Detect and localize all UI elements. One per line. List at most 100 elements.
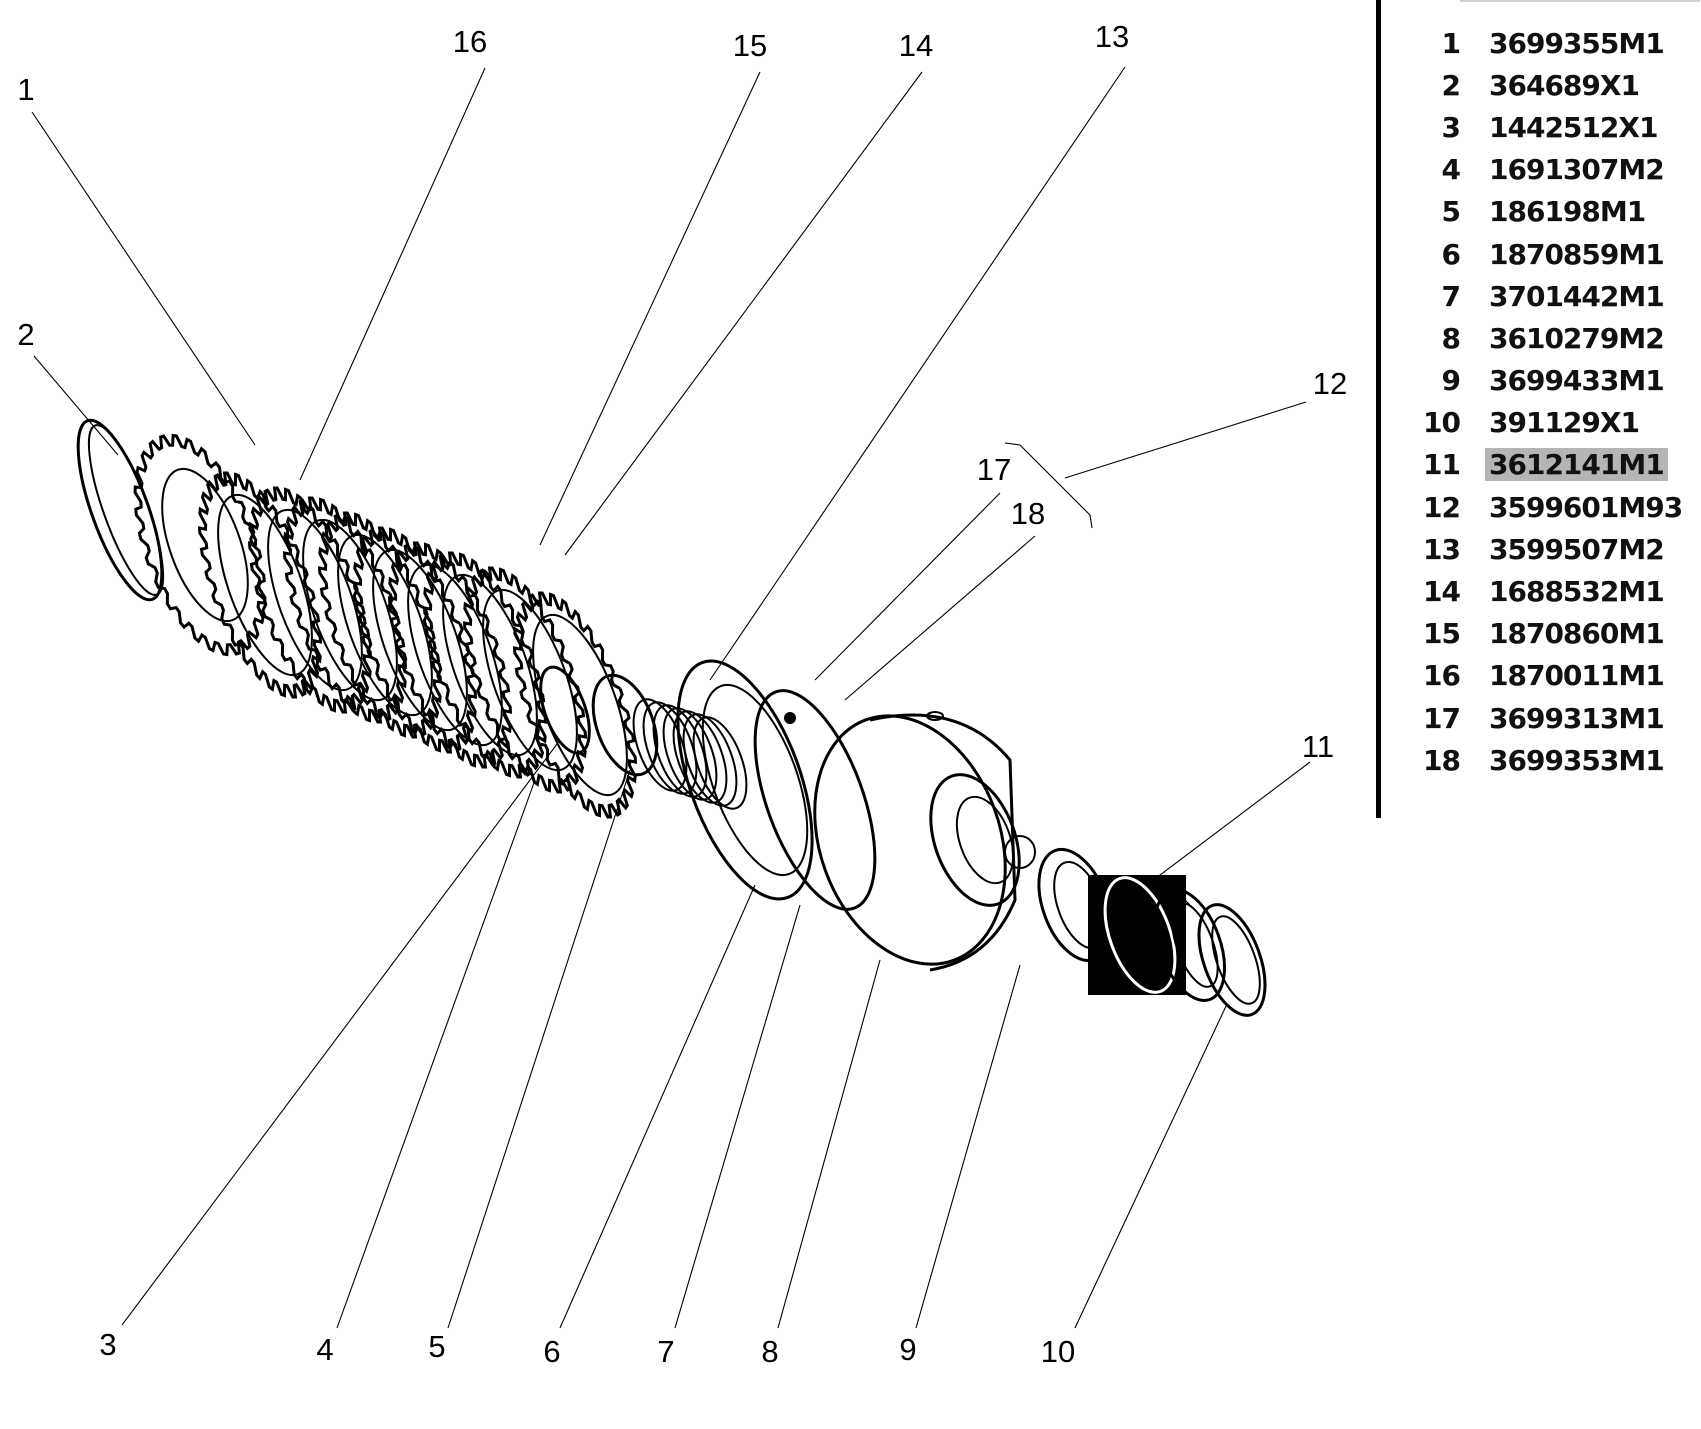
spring-coil	[672, 710, 728, 804]
inner-seal	[591, 673, 659, 777]
leader-line-16	[299, 67, 486, 481]
washer	[1154, 888, 1226, 1002]
callout-label: 7	[657, 1334, 674, 1369]
leader-line-5	[447, 769, 631, 1329]
part-index: 7	[1441, 279, 1461, 313]
callout-label: 17	[977, 452, 1011, 487]
part-number: 3612141M1	[1485, 448, 1668, 482]
callout-label: 15	[733, 28, 767, 63]
parts-list-row[interactable]: 3 1442512X1	[1395, 106, 1686, 148]
part-index: 5	[1441, 195, 1461, 229]
callout-label: 3	[99, 1327, 116, 1362]
parts-list-row[interactable]: 11 3612141M1	[1395, 444, 1686, 486]
parts-list-row[interactable]: 8 3610279M2	[1395, 317, 1686, 359]
leader-line-10	[1074, 1003, 1228, 1329]
part-number: 1691307M2	[1489, 153, 1665, 187]
clutch-disc	[317, 511, 443, 739]
piston-hole	[784, 712, 796, 724]
part-number: 3599601M93	[1489, 490, 1683, 524]
circlip	[1197, 903, 1267, 1017]
parts-list-row[interactable]: 2 364689X1	[1395, 64, 1686, 106]
panel-top-rule	[1460, 0, 1700, 2]
callout-label: 5	[428, 1329, 445, 1364]
parts-list-row[interactable]: 13 3599507M2	[1395, 528, 1686, 570]
callout-label: 12	[1313, 366, 1347, 401]
parts-list-row[interactable]: 7 3701442M1	[1395, 275, 1686, 317]
piston-inner	[701, 683, 809, 877]
plate-bore	[372, 548, 468, 732]
leader-lines	[31, 66, 1311, 1329]
leader-line-17	[814, 492, 1001, 681]
plate-bore	[267, 508, 363, 692]
part-index: 1	[1441, 26, 1461, 60]
callout-label: 16	[453, 24, 487, 59]
panel-divider	[1376, 0, 1381, 818]
spring-coil	[652, 704, 708, 798]
leader-line-7	[674, 904, 801, 1329]
bracket-12	[1004, 442, 1093, 529]
circlip-inner	[1211, 915, 1261, 1005]
leader-line-11	[1159, 761, 1311, 906]
plate-bore	[482, 588, 578, 772]
part-index: 10	[1423, 406, 1461, 440]
callout-label: 8	[761, 1334, 778, 1369]
outer-seal	[753, 689, 877, 911]
callout-label: 10	[1041, 1334, 1075, 1369]
part-number: 391129X1	[1489, 406, 1640, 440]
end-plate	[133, 433, 267, 657]
part-number: 364689X1	[1489, 68, 1640, 102]
part-index: 17	[1423, 701, 1461, 735]
callout-label: 6	[543, 1334, 560, 1369]
part-number: 1688532M1	[1489, 575, 1665, 609]
piston-seal	[539, 665, 591, 755]
part-index: 18	[1423, 743, 1461, 777]
leader-line-12	[1064, 401, 1307, 479]
drum-hub	[929, 773, 1021, 907]
leader-line-9	[915, 964, 1021, 1329]
plate-bore	[302, 518, 398, 702]
plate-bore	[442, 573, 538, 757]
drum-oil-hole	[926, 711, 944, 721]
bearing-tab	[1004, 835, 1036, 869]
part-index: 3	[1441, 110, 1461, 144]
part-number: 3610279M2	[1489, 321, 1665, 355]
clutch-disc	[462, 566, 588, 794]
callout-label: 9	[899, 1332, 916, 1367]
callout-label: 2	[17, 317, 34, 352]
leader-line-18	[844, 535, 1036, 701]
part-number: 1442512X1	[1489, 110, 1658, 144]
snap-ring-inner	[87, 424, 165, 596]
plate-bore	[407, 563, 503, 747]
leader-line-1	[31, 111, 256, 446]
part-index: 8	[1441, 321, 1461, 355]
callout-label: 14	[899, 28, 933, 63]
part-index: 11	[1423, 448, 1461, 482]
part-number: 3599507M2	[1489, 532, 1665, 566]
piston	[676, 659, 814, 901]
spring-coil	[662, 707, 718, 801]
steel-plate	[422, 551, 548, 779]
part-index: 15	[1423, 617, 1461, 651]
part-index: 2	[1441, 68, 1461, 102]
part-number: 3701442M1	[1489, 279, 1665, 313]
callout-label: 11	[1302, 729, 1334, 764]
part-index: 6	[1441, 237, 1461, 271]
part-index: 13	[1423, 532, 1461, 566]
steel-plate	[352, 526, 478, 754]
parts-list-row[interactable]: 10 391129X1	[1395, 402, 1686, 444]
part-number: 1870011M1	[1489, 659, 1665, 693]
